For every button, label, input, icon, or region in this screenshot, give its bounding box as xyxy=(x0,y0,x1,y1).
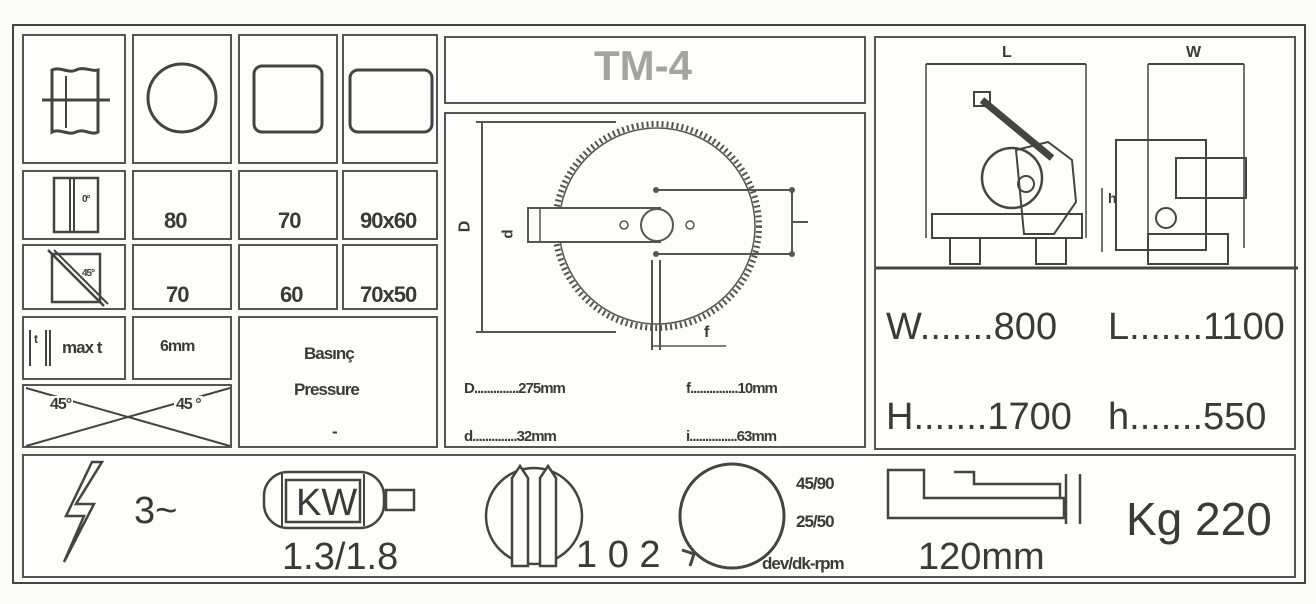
max-t-value: 6mm xyxy=(160,338,195,355)
dim-W: W.......800 xyxy=(886,306,1058,348)
pressure-label-en: Pressure xyxy=(294,380,360,399)
W-label: W xyxy=(1186,44,1201,61)
rect-profile-icon xyxy=(348,68,434,134)
vise-capacity: 120mm xyxy=(918,536,1045,578)
max-t-label-cell: t max t xyxy=(22,316,126,380)
blade-i-spec: i...............63mm xyxy=(686,428,777,445)
lightning-icon xyxy=(62,460,105,563)
deg45-mark: 45° xyxy=(82,268,95,279)
round-deg45-value: 70 xyxy=(166,282,190,307)
phase-label: 3~ xyxy=(134,490,178,532)
title-cell: TM-4 xyxy=(444,36,866,104)
pressure-value: - xyxy=(332,422,338,441)
t-mark: t xyxy=(34,332,38,346)
square-profile-cell xyxy=(238,34,338,164)
page-title: TM-4 xyxy=(594,42,692,89)
rect-profile-cell xyxy=(342,34,438,164)
thickness-icon xyxy=(29,330,51,366)
deg90-icon-cell: 0° xyxy=(22,170,126,240)
deg90-mark: 0° xyxy=(82,194,91,205)
blade-teeth-icon xyxy=(484,463,584,568)
weight-value: Kg 220 xyxy=(1126,493,1272,545)
square-deg90-value: 70 xyxy=(278,208,302,233)
deg45-icon-cell: 45° xyxy=(22,244,126,310)
machine-dimensions-cell: L W h W.......800 L.......1100 H.......1… xyxy=(874,36,1298,450)
deg45-cut-icon xyxy=(47,249,109,307)
rpm-unit: dev/dk-rpm xyxy=(762,554,845,573)
square-profile-icon xyxy=(252,64,324,134)
machine-drawing xyxy=(876,63,1298,270)
dim-h: h.......550 xyxy=(1108,396,1267,438)
round-deg90-value: 80 xyxy=(164,208,188,233)
blade-cell: D d f D..............275mm f............… xyxy=(444,112,866,448)
blade-D-label: D xyxy=(456,221,474,233)
angle-cell: 45° 45 ° xyxy=(22,384,232,448)
specs-bar: 3~ KW 1.3/1.8 1 0 2 45/90 25/50 dev/dk-r… xyxy=(22,454,1296,578)
rpm-icon xyxy=(678,462,786,570)
L-label: L xyxy=(1002,44,1012,61)
vise-icon xyxy=(886,468,1082,524)
dim-H: H.......1700 xyxy=(886,396,1072,438)
max-t-value-cell: 6mm xyxy=(132,316,232,380)
blade-D-spec: D..............275mm xyxy=(464,380,566,397)
motor-icon xyxy=(262,470,416,530)
angle-left-label: 45° xyxy=(48,396,74,414)
square-deg45-cell: 60 xyxy=(238,244,338,310)
blade-f-label: f xyxy=(704,324,709,341)
blade-count-value: 1 0 2 xyxy=(576,534,661,576)
pressure-label-tr: Basınç xyxy=(304,344,355,363)
angle-right-label: 45 ° xyxy=(174,396,203,414)
max-t-label: max t xyxy=(62,338,102,357)
rpm-low: 25/50 xyxy=(796,512,835,531)
rpm-high: 45/90 xyxy=(796,474,835,493)
h-label: h xyxy=(1108,190,1117,206)
round-deg90-cell: 80 xyxy=(132,170,232,240)
saw-blade-diagram xyxy=(476,121,808,350)
round-deg45-cell: 70 xyxy=(132,244,232,310)
rect-deg90-cell: 90x60 xyxy=(342,170,438,240)
rect-deg45-value: 70x50 xyxy=(360,282,417,307)
deg90-cut-icon xyxy=(52,176,100,234)
blade-d-spec: d..............32mm xyxy=(464,428,557,445)
rect-deg45-cell: 70x50 xyxy=(342,244,438,310)
round-profile-cell xyxy=(132,34,232,164)
blade-f-spec: f...............10mm xyxy=(686,380,778,397)
cutting-symbol-cell xyxy=(22,34,126,164)
motor-kw-value: 1.3/1.8 xyxy=(282,536,399,578)
dim-L: L.......1100 xyxy=(1108,306,1285,348)
motor-kw-label: KW xyxy=(296,482,358,524)
pressure-cell: Basınç Pressure - xyxy=(238,316,438,448)
cut-material-icon xyxy=(42,67,110,135)
blade-d-label: d xyxy=(499,230,517,239)
square-deg45-value: 60 xyxy=(280,282,304,307)
rect-deg90-value: 90x60 xyxy=(360,208,417,233)
square-deg90-cell: 70 xyxy=(238,170,338,240)
round-profile-icon xyxy=(146,62,218,134)
spec-sheet-frame xyxy=(12,24,1306,584)
